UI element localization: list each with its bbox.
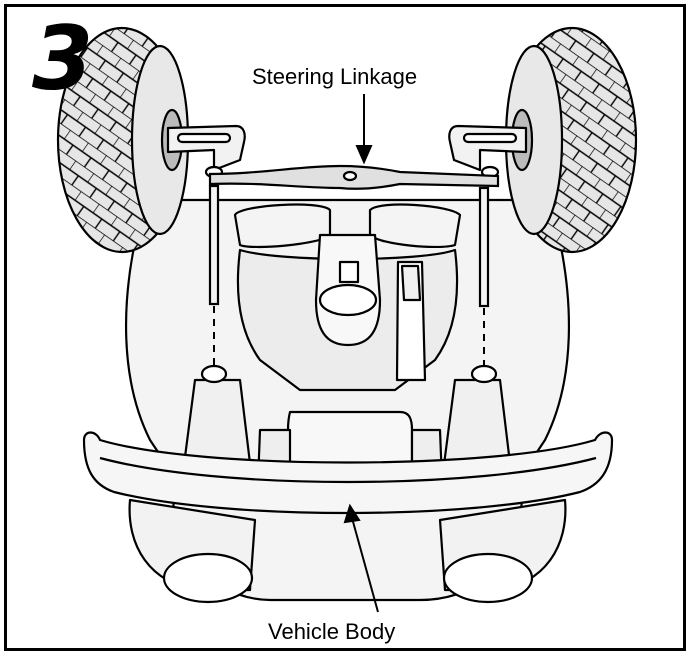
step-number: 3 bbox=[32, 7, 93, 110]
left-steering-knuckle bbox=[166, 124, 246, 179]
steering-linkage-label: Steering Linkage bbox=[252, 64, 418, 89]
vehicle-body-label: Vehicle Body bbox=[268, 619, 396, 644]
alignment-guides bbox=[213, 306, 485, 366]
right-wheel bbox=[504, 26, 638, 254]
diagram-frame bbox=[4, 4, 686, 651]
steering-linkage-arrow bbox=[355, 94, 373, 165]
kingpin-rods bbox=[208, 184, 490, 308]
left-wheel bbox=[56, 26, 190, 254]
vehicle-body bbox=[82, 198, 614, 604]
vehicle-body-arrow bbox=[343, 503, 379, 613]
steering-linkage-bar bbox=[208, 164, 500, 190]
right-steering-knuckle bbox=[448, 124, 528, 179]
